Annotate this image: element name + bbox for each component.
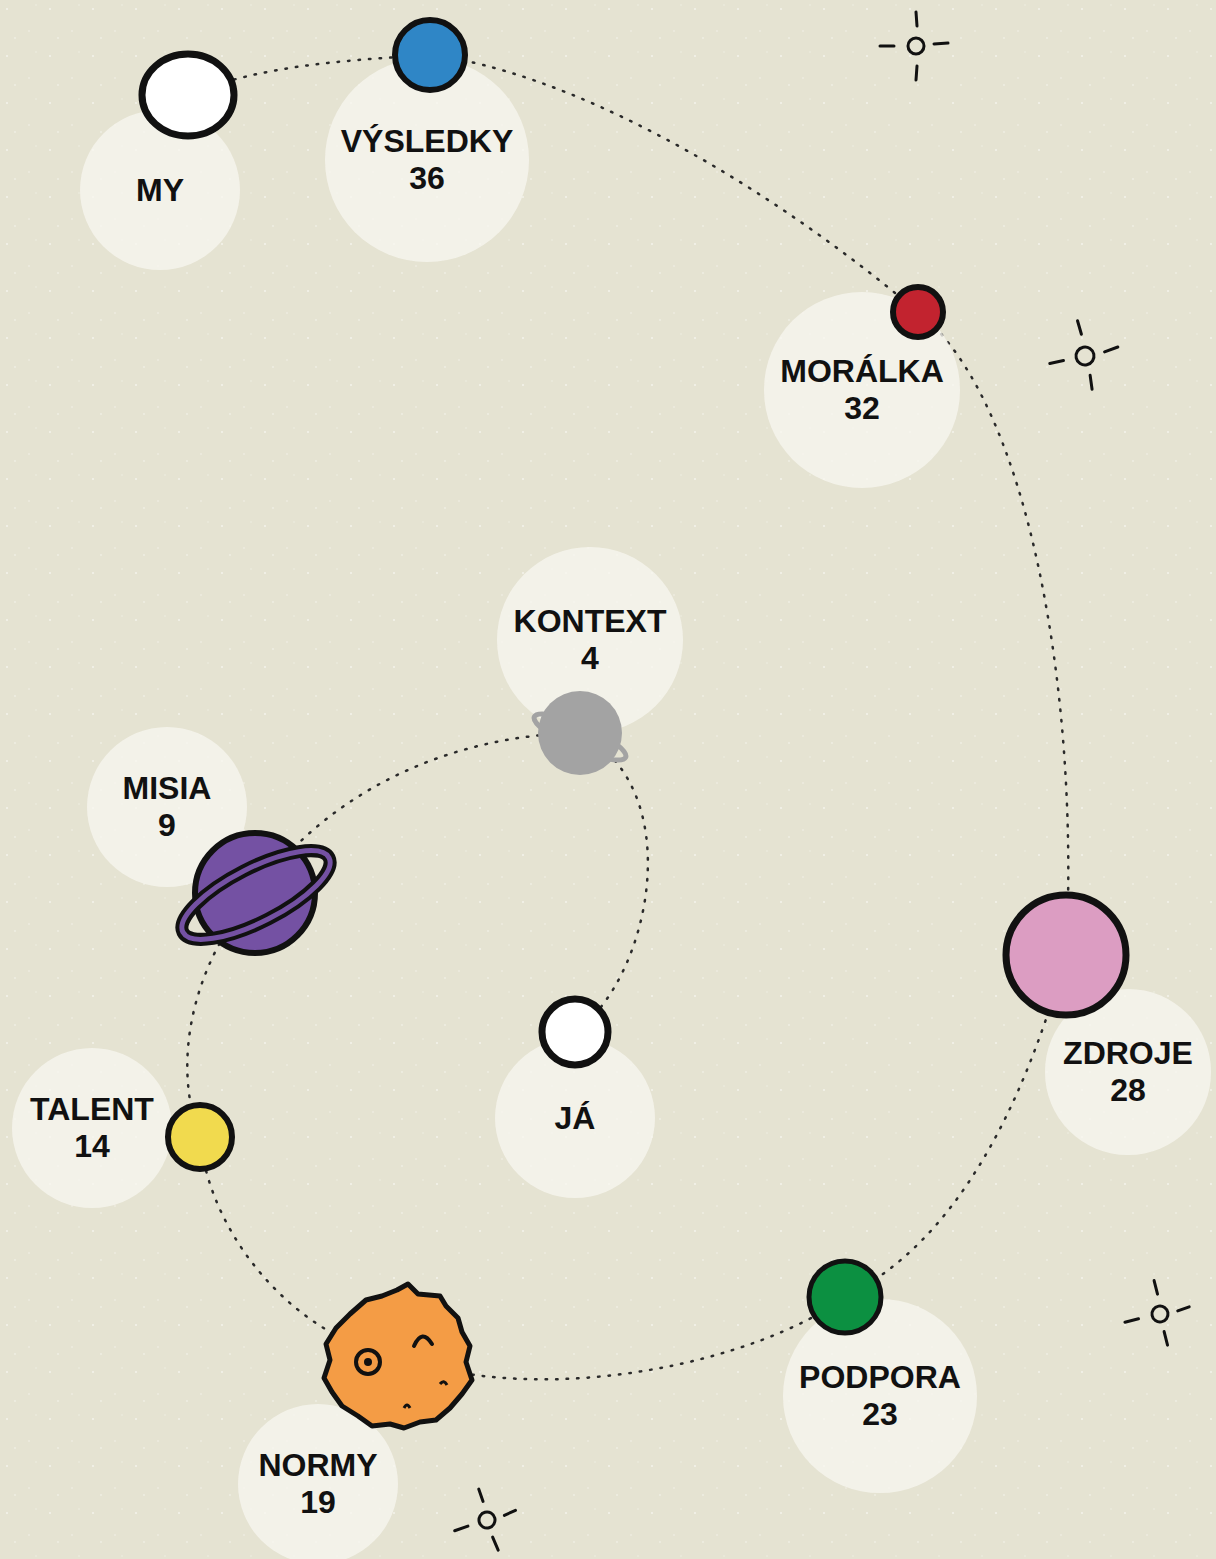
label-circle: PODPORA23 bbox=[783, 1299, 977, 1493]
sparkle bbox=[1119, 1275, 1195, 1351]
orbit-path bbox=[172, 1135, 397, 1417]
label-circle: MORÁLKA32 bbox=[764, 292, 959, 487]
node-title: MORÁLKA bbox=[780, 353, 944, 390]
node-title: VÝSLEDKY bbox=[341, 123, 513, 160]
orbit-path bbox=[224, 732, 580, 893]
label-circle: TALENT14 bbox=[12, 1048, 172, 1208]
blue-planet bbox=[395, 20, 465, 90]
node-number: 23 bbox=[862, 1396, 898, 1433]
node-title: NORMY bbox=[258, 1447, 377, 1484]
label-circle: KONTEXT4 bbox=[497, 547, 683, 733]
red-planet bbox=[893, 287, 943, 337]
yellow-planet bbox=[168, 1105, 232, 1169]
label-circle: MY bbox=[80, 110, 240, 270]
label-circle: MISIA9 bbox=[87, 727, 247, 887]
node-title: ZDROJE bbox=[1063, 1035, 1193, 1072]
node-number: 36 bbox=[409, 160, 445, 197]
node-title: PODPORA bbox=[799, 1359, 961, 1396]
node-title: JÁ bbox=[555, 1100, 596, 1137]
node-number: 19 bbox=[300, 1484, 336, 1521]
grey-planet bbox=[538, 691, 622, 775]
node-title: KONTEXT bbox=[514, 603, 667, 640]
purple-ring-outline bbox=[171, 834, 342, 957]
white-planet bbox=[142, 54, 234, 136]
node-number: 4 bbox=[581, 640, 599, 677]
sparkle bbox=[880, 12, 948, 80]
green-planet bbox=[809, 1261, 881, 1333]
node-number: 14 bbox=[74, 1128, 110, 1165]
label-circle: VÝSLEDKY36 bbox=[325, 58, 529, 262]
sparkle bbox=[446, 1481, 524, 1559]
label-circle: NORMY19 bbox=[238, 1404, 398, 1559]
white-planet bbox=[542, 999, 608, 1065]
sparkle bbox=[1042, 314, 1125, 397]
label-circle: ZDROJE28 bbox=[1045, 989, 1210, 1154]
label-circle: JÁ bbox=[495, 1038, 655, 1198]
orbit-path bbox=[845, 955, 1089, 1305]
orbit-path bbox=[575, 732, 648, 1038]
node-number: 28 bbox=[1110, 1072, 1146, 1109]
node-number: 32 bbox=[844, 390, 880, 427]
purple-planet bbox=[195, 833, 315, 953]
pink-planet bbox=[1006, 895, 1126, 1015]
orbit-path bbox=[172, 863, 255, 1137]
orbit-path bbox=[360, 1297, 847, 1416]
orange-planet bbox=[324, 1284, 472, 1428]
node-number: 9 bbox=[158, 807, 176, 844]
purple-ring bbox=[171, 834, 342, 957]
grey-ring bbox=[529, 706, 630, 769]
sparkles bbox=[446, 12, 1195, 1559]
node-title: MY bbox=[136, 172, 184, 209]
node-title: TALENT bbox=[30, 1091, 154, 1128]
node-title: MISIA bbox=[123, 770, 212, 807]
